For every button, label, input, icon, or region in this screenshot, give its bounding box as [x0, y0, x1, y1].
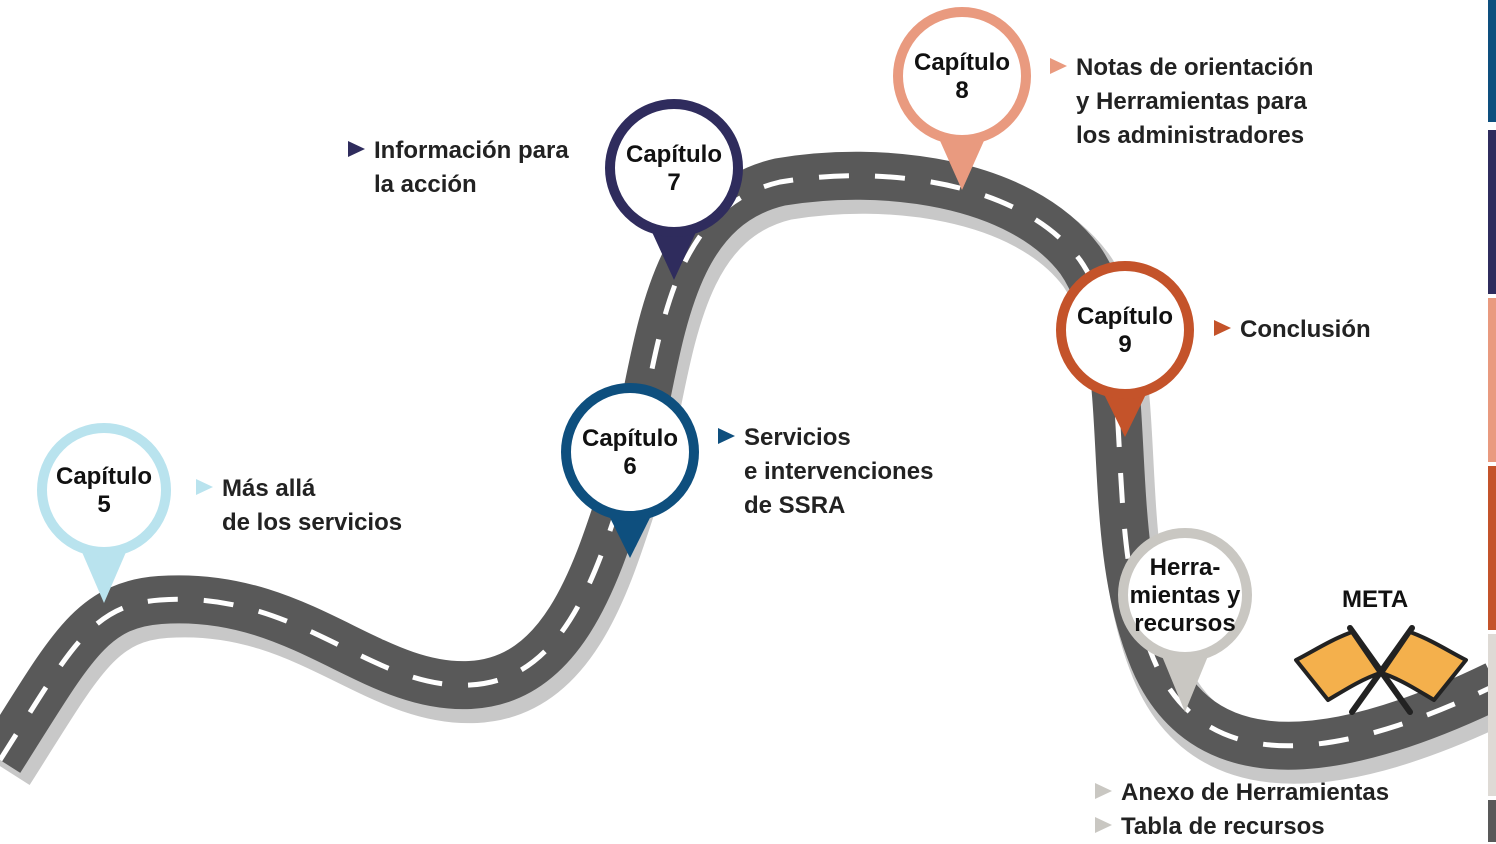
- list-item-text: Tabla de recursos: [1121, 813, 1325, 840]
- sidebar-tab-6[interactable]: [1488, 800, 1496, 842]
- pin-label-line: 6: [623, 453, 636, 480]
- chapter-9-description: Conclusión: [1214, 313, 1371, 347]
- description-line: Servicios: [718, 421, 933, 455]
- description-line: e intervenciones: [718, 455, 933, 489]
- description-text: Conclusión: [1240, 316, 1371, 343]
- description-text: y Herramientas para: [1076, 88, 1307, 115]
- pin-circle: [893, 7, 1031, 145]
- description-text: la acción: [374, 171, 477, 198]
- chapter-pins: Capítulo5Capítulo6Capítulo7Capítulo8Capí…: [37, 7, 1252, 712]
- triangle-arrow-icon: [718, 428, 735, 444]
- pin-label-line: Herra-: [1150, 554, 1221, 581]
- list-item: Anexo de Herramientas: [1095, 776, 1389, 810]
- pin-label-line: 5: [97, 491, 110, 518]
- pin-label-line: Capítulo: [626, 141, 722, 168]
- description-text: los administradores: [1076, 122, 1305, 149]
- sidebar-tab-3[interactable]: [1488, 298, 1496, 462]
- meta-label: META: [1342, 586, 1409, 613]
- description-text: de los servicios: [222, 509, 403, 536]
- triangle-arrow-icon: [1095, 783, 1112, 799]
- pin-circle: [1056, 261, 1194, 399]
- description-text: Servicios: [744, 424, 851, 451]
- pin-label-line: 8: [955, 77, 968, 104]
- pin-label-line: mientas y: [1130, 582, 1241, 609]
- description-text: e intervenciones: [744, 458, 934, 485]
- pin-label-line: Capítulo: [56, 463, 152, 490]
- triangle-arrow-icon: [1214, 320, 1231, 336]
- chapter-8-description: Notas de orientación y Herramientas para l…: [1050, 51, 1313, 153]
- sidebar-tab-5[interactable]: [1488, 634, 1496, 796]
- description-line: Información para: [348, 134, 569, 168]
- description-text: Información para: [374, 137, 569, 164]
- description-line: y Herramientas para: [1050, 85, 1313, 119]
- description-line: de SSRA: [718, 489, 933, 523]
- description-text: de SSRA: [744, 492, 846, 519]
- pin-circle: [561, 383, 699, 521]
- pin-circle: [1118, 528, 1252, 662]
- description-line: Conclusión: [1214, 313, 1371, 347]
- flag-right: [1380, 630, 1468, 702]
- description-line: Más allá: [196, 472, 402, 506]
- description-line: Notas de orientación: [1050, 51, 1313, 85]
- triangle-arrow-icon: [348, 141, 365, 157]
- pin-circle: [605, 99, 743, 237]
- pin-label-line: Capítulo: [582, 425, 678, 452]
- triangle-arrow-icon: [1050, 58, 1067, 74]
- finish-flags-icon: [1294, 625, 1468, 715]
- sidebar-tab-4[interactable]: [1488, 466, 1496, 630]
- pin-circle: [37, 423, 171, 557]
- list-item-text: Anexo de Herramientas: [1121, 779, 1390, 806]
- description-line: de los servicios: [196, 506, 402, 540]
- triangle-arrow-icon: [196, 479, 213, 495]
- description-text: Más allá: [222, 475, 316, 502]
- chapter-6-description: Servicios e intervenciones de SSRA: [718, 421, 933, 523]
- pin-label-line: 7: [667, 169, 680, 196]
- sidebar-tab-2[interactable]: [1488, 130, 1496, 294]
- flag-left: [1294, 630, 1382, 702]
- pin-label-line: Capítulo: [1077, 303, 1173, 330]
- description-line: la acción: [348, 168, 569, 202]
- description-text: Notas de orientación: [1076, 54, 1314, 81]
- pin-label-line: Capítulo: [914, 49, 1010, 76]
- triangle-arrow-icon: [1095, 817, 1112, 833]
- chapter-7-description: Información para la acción: [348, 134, 569, 202]
- pin-label-line: 9: [1118, 331, 1131, 358]
- description-line: los administradores: [1050, 119, 1313, 153]
- list-item: Tabla de recursos: [1095, 810, 1389, 844]
- pin-label-line: recursos: [1134, 610, 1235, 637]
- chapter-5-description: Más allá de los servicios: [196, 472, 402, 540]
- sidebar-tab-1[interactable]: [1488, 0, 1496, 122]
